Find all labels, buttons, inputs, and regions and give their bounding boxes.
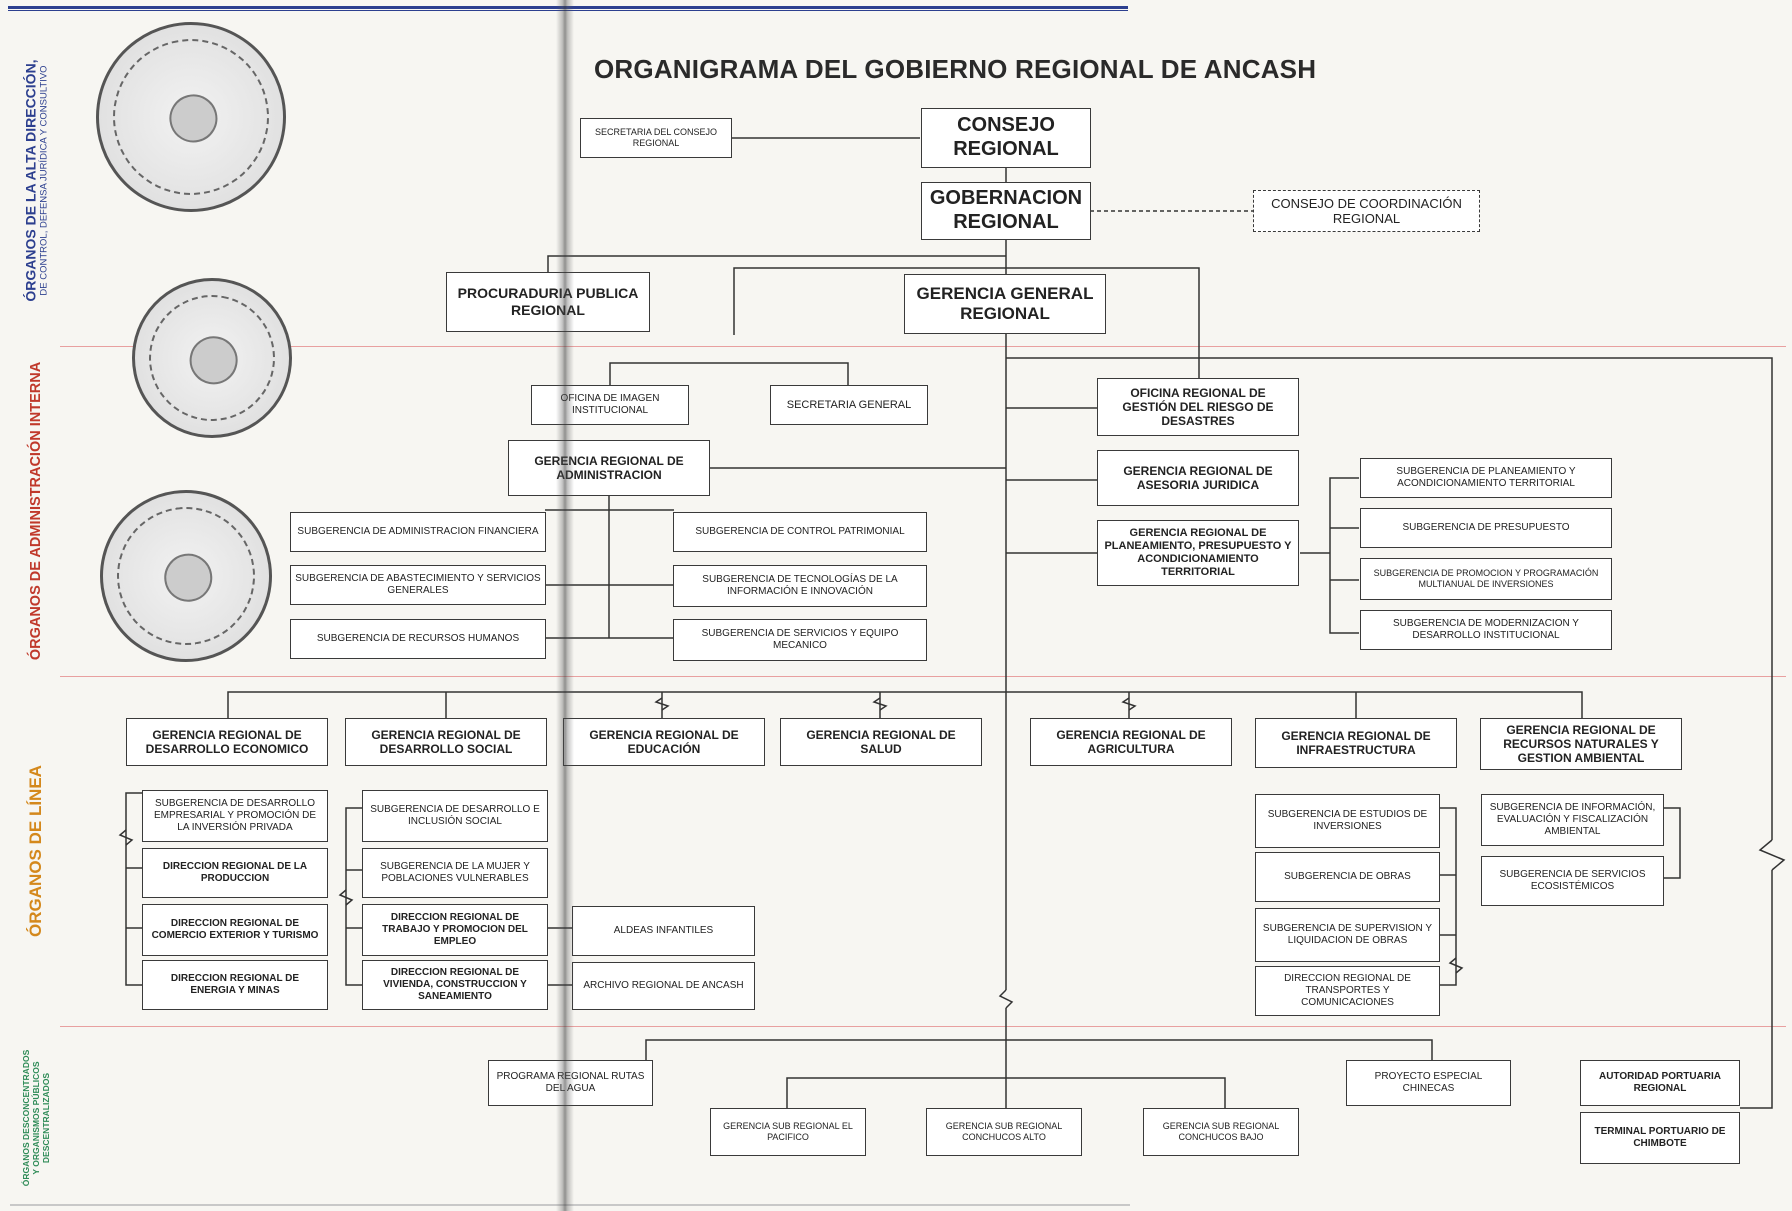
box-gobernacion-regional: GOBERNACION REGIONAL bbox=[921, 182, 1091, 240]
box-terminal-chimbote: TERMINAL PORTUARIO DE CHIMBOTE bbox=[1580, 1112, 1740, 1164]
box-sg-recursos-humanos: SUBGERENCIA DE RECURSOS HUMANOS bbox=[290, 619, 546, 659]
box-riesgo-desastres: OFICINA REGIONAL DE GESTIÓN DEL RIESGO D… bbox=[1097, 378, 1299, 436]
box-am-fiscalizacion: SUBGERENCIA DE INFORMACIÓN, EVALUACIÓN Y… bbox=[1481, 794, 1664, 846]
box-gr-desarrollo-social: GERENCIA REGIONAL DE DESARROLLO SOCIAL bbox=[345, 718, 547, 766]
book-gutter-shadow bbox=[556, 0, 574, 1211]
box-sub-regional-conchucos-alto: GERENCIA SUB REGIONAL CONCHUCOS ALTO bbox=[926, 1108, 1082, 1156]
box-sg-abastecimiento: SUBGERENCIA DE ABASTECIMIENTO Y SERVICIO… bbox=[290, 565, 546, 605]
box-asesoria-juridica: GERENCIA REGIONAL DE ASESORIA JURIDICA bbox=[1097, 450, 1299, 506]
box-consejo-regional: CONSEJO REGIONAL bbox=[921, 108, 1091, 168]
box-consejo-coordinacion: CONSEJO DE COORDINACIÓN REGIONAL bbox=[1253, 190, 1480, 232]
box-ec-produccion: DIRECCION REGIONAL DE LA PRODUCCION bbox=[142, 848, 328, 898]
box-autoridad-portuaria: AUTORIDAD PORTUARIA REGIONAL bbox=[1580, 1060, 1740, 1106]
box-sub-regional-pacifico: GERENCIA SUB REGIONAL EL PACIFICO bbox=[710, 1108, 866, 1156]
box-planeamiento-presupuesto: GERENCIA REGIONAL DE PLANEAMIENTO, PRESU… bbox=[1097, 520, 1299, 586]
box-sg-presupuesto: SUBGERENCIA DE PRESUPUESTO bbox=[1360, 508, 1612, 548]
box-sg-financiera: SUBGERENCIA DE ADMINISTRACION FINANCIERA bbox=[290, 512, 546, 552]
box-in-transportes: DIRECCION REGIONAL DE TRANSPORTES Y COMU… bbox=[1255, 966, 1440, 1016]
box-so-vivienda: DIRECCION REGIONAL DE VIVIENDA, CONSTRUC… bbox=[362, 960, 548, 1010]
box-imagen-institucional: OFICINA DE IMAGEN INSTITUCIONAL bbox=[531, 385, 689, 425]
box-sub-regional-conchucos-bajo: GERENCIA SUB REGIONAL CONCHUCOS BAJO bbox=[1143, 1108, 1299, 1156]
box-so-trabajo-empleo: DIRECCION REGIONAL DE TRABAJO Y PROMOCIO… bbox=[362, 904, 548, 956]
box-sg-control-patrimonial: SUBGERENCIA DE CONTROL PATRIMONIAL bbox=[673, 512, 927, 552]
box-aldeas-infantiles: ALDEAS INFANTILES bbox=[572, 906, 755, 956]
box-gerencia-general: GERENCIA GENERAL REGIONAL bbox=[904, 274, 1106, 334]
band-separator bbox=[60, 1026, 1786, 1027]
box-gr-educacion: GERENCIA REGIONAL DE EDUCACIÓN bbox=[563, 718, 765, 766]
box-so-mujer: SUBGERENCIA DE LA MUJER Y POBLACIONES VU… bbox=[362, 848, 548, 898]
box-sg-equipo-mecanico: SUBGERENCIA DE SERVICIOS Y EQUIPO MECANI… bbox=[673, 619, 927, 661]
band-separator bbox=[60, 676, 1786, 677]
box-sg-planeamiento: SUBGERENCIA DE PLANEAMIENTO Y ACONDICION… bbox=[1360, 458, 1612, 498]
box-in-obras: SUBGERENCIA DE OBRAS bbox=[1255, 852, 1440, 902]
box-sg-tecnologias: SUBGERENCIA DE TECNOLOGÍAS DE LA INFORMA… bbox=[673, 565, 927, 607]
box-archivo-regional: ARCHIVO REGIONAL DE ANCASH bbox=[572, 962, 755, 1010]
box-sg-modernizacion: SUBGERENCIA DE MODERNIZACION Y DESARROLL… bbox=[1360, 610, 1612, 650]
box-gr-agricultura: GERENCIA REGIONAL DE AGRICULTURA bbox=[1030, 718, 1232, 766]
box-sg-inversiones: SUBGERENCIA DE PROMOCION Y PROGRAMACIÓN … bbox=[1360, 558, 1612, 600]
band-separator bbox=[60, 346, 1786, 347]
box-in-supervision: SUBGERENCIA DE SUPERVISION Y LIQUIDACION… bbox=[1255, 908, 1440, 962]
box-procuraduria: PROCURADURIA PUBLICA REGIONAL bbox=[446, 272, 650, 332]
box-gr-infraestructura: GERENCIA REGIONAL DE INFRAESTRUCTURA bbox=[1255, 718, 1457, 768]
page-title: ORGANIGRAMA DEL GOBIERNO REGIONAL DE ANC… bbox=[594, 54, 1317, 84]
box-gr-recursos-naturales: GERENCIA REGIONAL DE RECURSOS NATURALES … bbox=[1480, 718, 1682, 770]
box-ec-comercio-turismo: DIRECCION REGIONAL DE COMERCIO EXTERIOR … bbox=[142, 904, 328, 956]
box-in-estudios-inversiones: SUBGERENCIA DE ESTUDIOS DE INVERSIONES bbox=[1255, 794, 1440, 848]
box-secretaria-general: SECRETARIA GENERAL bbox=[770, 385, 928, 425]
box-secretaria-consejo: SECRETARIA DEL CONSEJO REGIONAL bbox=[580, 118, 732, 158]
box-ec-desarrollo-empresarial: SUBGERENCIA DE DESARROLLO EMPRESARIAL Y … bbox=[142, 790, 328, 842]
box-gr-desarrollo-economico: GERENCIA REGIONAL DE DESARROLLO ECONOMIC… bbox=[126, 718, 328, 766]
box-am-ecosistemicos: SUBGERENCIA DE SERVICIOS ECOSISTÉMICOS bbox=[1481, 856, 1664, 906]
box-gr-salud: GERENCIA REGIONAL DE SALUD bbox=[780, 718, 982, 766]
box-ec-energia-minas: DIRECCION REGIONAL DE ENERGIA Y MINAS bbox=[142, 960, 328, 1010]
box-so-inclusion-social: SUBGERENCIA DE DESARROLLO E INCLUSIÓN SO… bbox=[362, 790, 548, 842]
box-chinecas: PROYECTO ESPECIAL CHINECAS bbox=[1346, 1060, 1511, 1106]
box-gerencia-administracion: GERENCIA REGIONAL DE ADMINISTRACION bbox=[508, 440, 710, 496]
